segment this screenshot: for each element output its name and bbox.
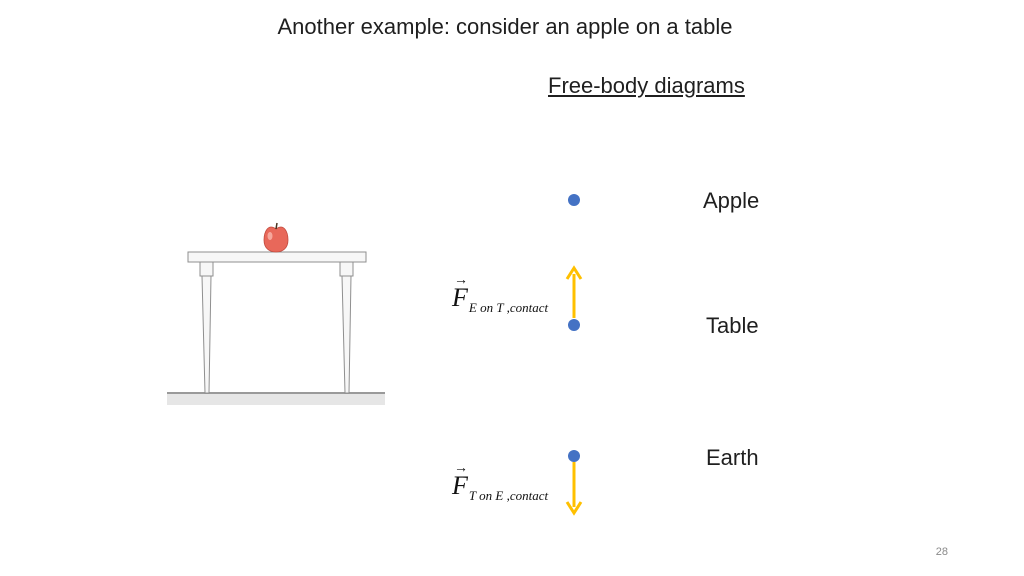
page-number: 28 — [935, 546, 948, 558]
fbd-heading: Free-body diagrams — [548, 73, 745, 98]
apple-point — [568, 194, 580, 206]
force-symbol: F — [452, 283, 468, 312]
apple-body — [263, 226, 289, 253]
slide-title: Another example: consider an apple on a … — [277, 14, 733, 39]
table-point — [568, 319, 580, 331]
earth-point — [568, 450, 580, 462]
force-subscript: E on T ,contact — [468, 300, 549, 315]
table-leg-right — [341, 275, 352, 394]
vector-arrow-icon: → — [454, 273, 468, 288]
apple-highlight — [267, 232, 273, 240]
force-arrow-up — [565, 265, 583, 318]
apple-label: Apple — [703, 188, 760, 213]
force-symbol: F — [452, 471, 468, 500]
table-leg-bracket-right — [339, 261, 354, 277]
earth-label: Earth — [706, 445, 759, 470]
table-leg-bracket-left — [199, 261, 214, 277]
force-arrow-down — [565, 462, 583, 516]
force-subscript: T on E ,contact — [468, 488, 549, 503]
table-top — [187, 251, 367, 263]
table-illustration — [167, 251, 385, 405]
floor — [167, 393, 385, 405]
force-label-t-on-e: F→T on E ,contact — [452, 461, 549, 503]
table-leg-left — [201, 275, 212, 394]
apple-stem — [275, 222, 278, 230]
force-label-e-on-t: F→E on T ,contact — [452, 273, 549, 315]
table-label: Table — [706, 313, 759, 338]
vector-arrow-icon: → — [454, 461, 468, 476]
apple-illustration — [263, 222, 289, 253]
